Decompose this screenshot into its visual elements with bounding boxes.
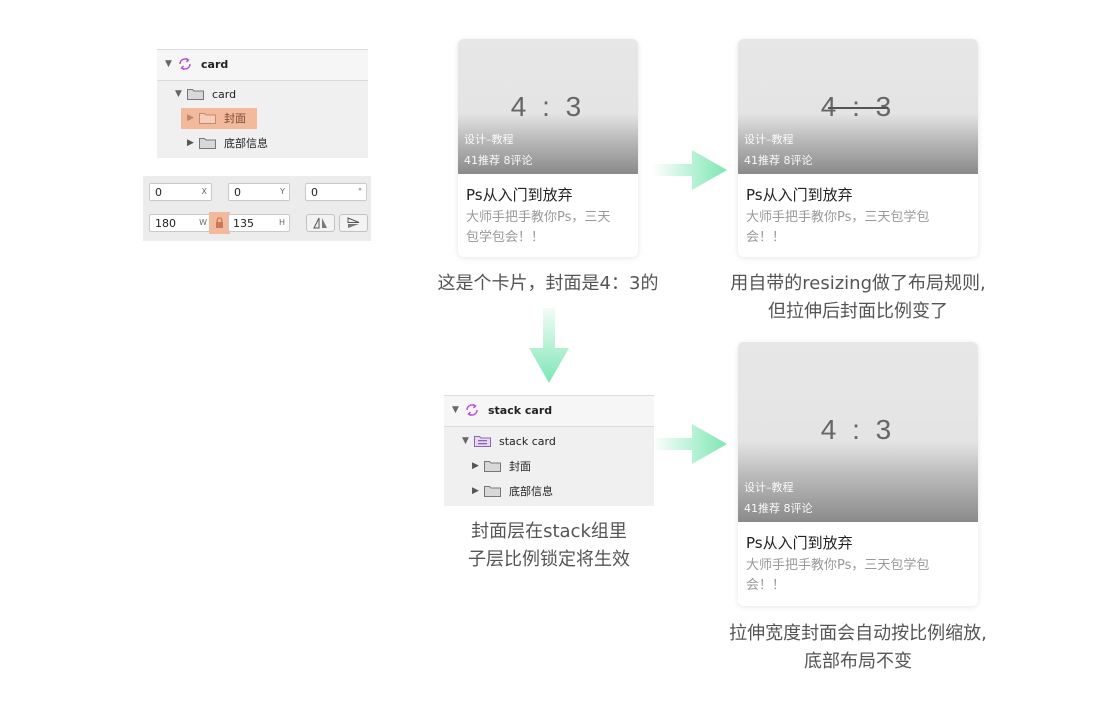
card-stretched: 4 : 3 设计–教程 41推荐 8评论 Ps从入门到放弃 大师手把手教你Ps，… [738,39,978,257]
caption-stretched: 用自带的resizing做了布局规则, 但拉伸后封面比例变了 [730,273,986,322]
flip-horizontal-icon [313,217,327,229]
layer-label: card [212,87,237,101]
folder-icon [484,486,501,497]
card-original: 4 : 3 设计–教程 41推荐 8评论 Ps从入门到放弃 大师手把手教你Ps，… [458,39,638,257]
expand-triangle-icon[interactable]: ▼ [452,405,459,415]
flip-vertical-button[interactable] [339,214,368,232]
cover-ratio: 4 : 3 [510,91,586,122]
layer-row-footer[interactable]: ▶ 底部信息 [187,132,268,154]
cover-ratio: 4 : 3 [820,91,896,122]
layer-label: 底部信息 [509,485,553,498]
caption-result: 拉伸宽度封面会自动按比例缩放, 底部布局不变 [729,623,987,672]
card-title: Ps从入门到放弃 [746,534,853,552]
layer-row-footer[interactable]: ▶ 底部信息 [472,480,553,502]
layer-row-cover[interactable]: ▶ 封面 [472,455,531,477]
layer-label: stack card [499,434,556,448]
card-cover: 4 : 3 设计–教程 41推荐 8评论 [738,342,978,522]
folder-icon [199,113,216,124]
layer-row-cover[interactable]: ▶ 封面 [187,107,246,129]
arrow-right-icon [652,424,727,464]
folder-icon [199,138,216,149]
card-title: Ps从入门到放弃 [746,186,853,204]
ratio-strikethrough [828,107,888,109]
layer-label: 封面 [509,460,531,473]
layer-label: card [201,57,229,71]
layer-panel-stack-card: ▼ stack card ▼ stack card ▶ 封面 ▶ 底部信息 [444,395,654,506]
card-cover: 4 : 3 设计–教程 41推荐 8评论 [458,39,638,174]
card-stack: 4 : 3 设计–教程 41推荐 8评论 Ps从入门到放弃 大师手把手教你Ps，… [738,342,978,606]
card-category: 设计–教程 [744,481,794,494]
layer-row-group[interactable]: ▼ stack card [462,430,556,452]
flip-vertical-icon [347,217,360,228]
expand-triangle-icon[interactable]: ▼ [175,89,182,99]
layer-row-root[interactable]: ▼ card [165,53,228,75]
card-title: Ps从入门到放弃 [466,186,573,204]
arrow-right-icon [652,150,727,190]
card-category: 设计–教程 [464,133,514,146]
collapse-triangle-icon[interactable]: ▶ [187,138,194,148]
caption-stack: 封面层在stack组里 子层比例锁定将生效 [468,521,630,570]
folder-icon [484,461,501,472]
layer-row-root[interactable]: ▼ stack card [452,399,552,421]
rotation-field[interactable]: 0° [305,183,367,201]
arrow-down-icon [529,308,569,383]
card-stats: 41推荐 8评论 [464,154,533,167]
card-stats: 41推荐 8评论 [744,154,813,167]
card-category: 设计–教程 [744,133,794,146]
stack-folder-icon [474,436,491,447]
card-stats: 41推荐 8评论 [744,502,813,515]
card-desc: 大师手把手教你Ps，三天 包学包会！！ [466,210,611,245]
collapse-triangle-icon[interactable]: ▶ [472,486,479,496]
collapse-triangle-icon[interactable]: ▶ [187,113,194,123]
cover-ratio: 4 : 3 [820,414,896,445]
layer-label: stack card [488,403,553,417]
layer-label: 底部信息 [224,137,268,150]
ratio-lock-button[interactable] [209,212,230,234]
symbol-sync-icon [179,57,191,71]
expand-triangle-icon[interactable]: ▼ [462,436,469,446]
expand-triangle-icon[interactable]: ▼ [165,59,172,69]
layer-label: 封面 [224,112,246,125]
card-desc: 大师手把手教你Ps，三天包学包 会！！ [746,210,930,245]
collapse-triangle-icon[interactable]: ▶ [472,461,479,471]
folder-icon [187,89,204,100]
caption-original: 这是个卡片，封面是4：3的 [437,273,659,294]
layer-panel-card: ▼ card ▼ card ▶ 封面 ▶ 底部信息 [157,49,368,158]
symbol-sync-icon [466,403,478,417]
card-desc: 大师手把手教你Ps，三天包学包 会！！ [746,558,930,593]
layer-row-group[interactable]: ▼ card [175,83,236,105]
flip-horizontal-button[interactable] [306,214,335,232]
card-cover: 4 : 3 设计–教程 41推荐 8评论 [738,39,978,174]
lock-icon [216,217,223,228]
